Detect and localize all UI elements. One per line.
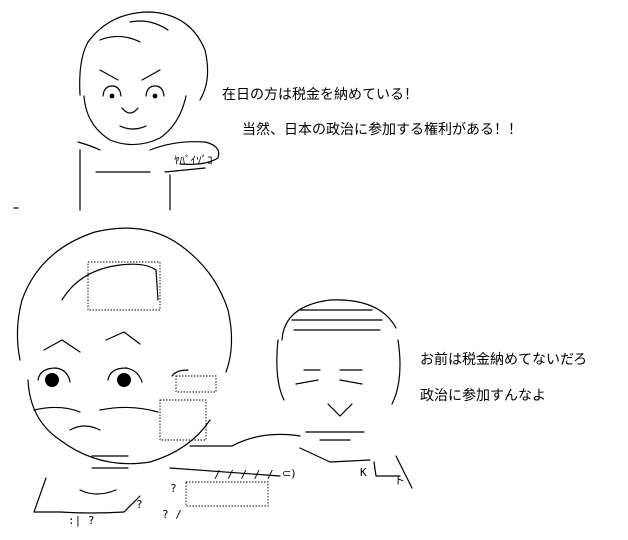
bottom-right-character: K ト [276, 299, 413, 489]
svg-text::| ?: :| ? [68, 514, 95, 527]
left-eye-filled-icon [45, 373, 59, 387]
bottom-arm-text: ⊂) [282, 467, 296, 480]
svg-text:/ / / / /: / / / / / [214, 468, 274, 481]
top-speech-line-1: 在日の方は税金を納めている！ [222, 87, 418, 103]
svg-text:? /: ? / [162, 508, 182, 521]
bottom-speech-line-2: 政治に参加すんなよ [420, 388, 546, 404]
top-speech-line-2: 当然、日本の政治に参加する権利がある！！ [242, 122, 522, 138]
right-eye-icon [152, 93, 158, 99]
svg-text:?: ? [136, 498, 143, 511]
left-eye-icon [109, 93, 115, 99]
top-sign-text: ﾔﾊﾞｲｿﾞｺ [174, 154, 213, 167]
top-character [13, 11, 220, 211]
svg-text:ト: ト [394, 474, 405, 487]
svg-text:K: K [360, 466, 367, 479]
bottom-speech-line-1: お前は税金納めてないだろ [420, 352, 588, 368]
right-eye-filled-icon [117, 373, 131, 387]
svg-text:?: ? [170, 482, 177, 495]
bottom-left-character: / / / / / ? ? ? / :| ? [16, 227, 301, 527]
